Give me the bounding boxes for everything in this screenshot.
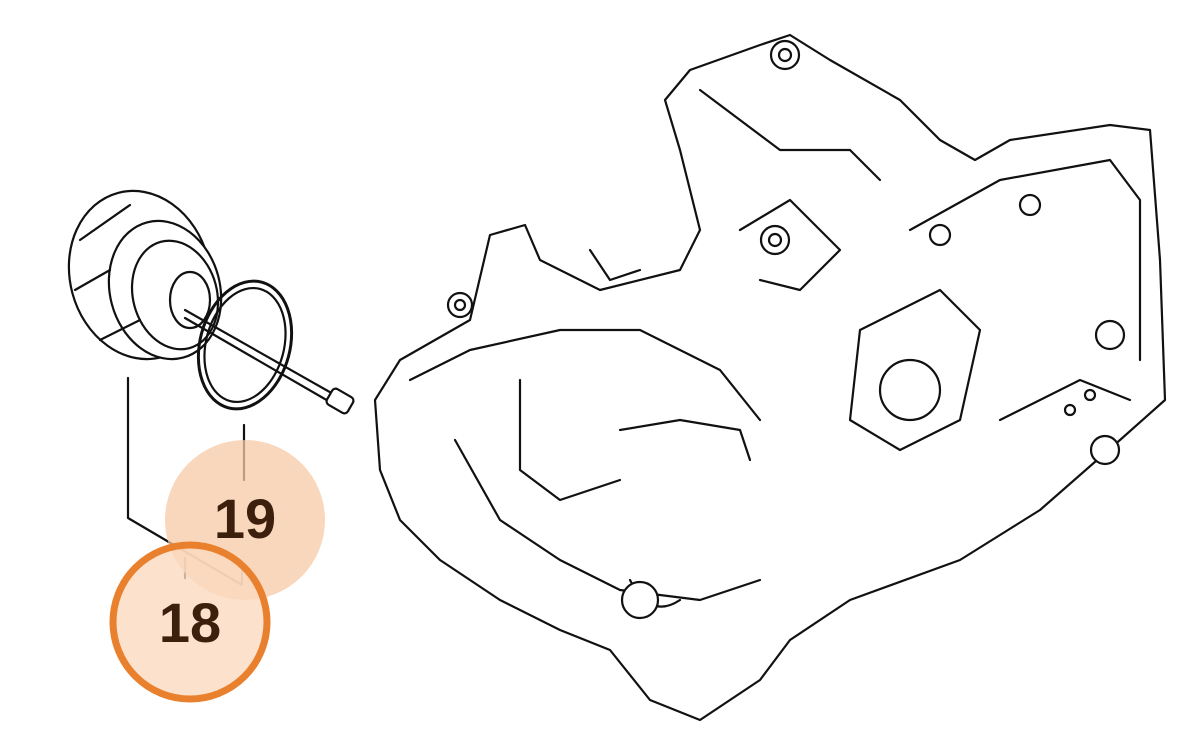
- callout-18-label: 18: [159, 591, 221, 654]
- oil-tank-cap-drawing: [67, 189, 223, 361]
- callout-19-label: 19: [214, 487, 276, 550]
- o-ring-drawing: [196, 279, 294, 411]
- bolt-drawing: [183, 308, 355, 415]
- crankcase-drawing: [373, 33, 1167, 722]
- callout-18[interactable]: 18: [109, 541, 271, 703]
